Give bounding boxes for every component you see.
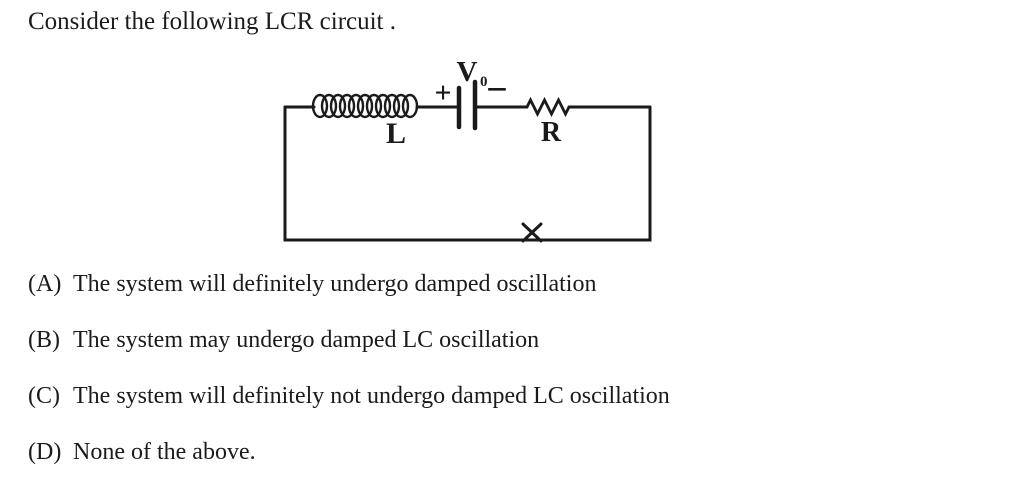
option-a-label: (A) (28, 271, 62, 297)
minus-sign: − (486, 69, 508, 111)
inductor-coil-icon (311, 93, 419, 119)
option-c-text: The system will definitely not undergo d… (73, 383, 670, 409)
option-c: (C) The system will definitely not under… (28, 382, 988, 410)
option-b-text: The system may undergo damped LC oscilla… (73, 327, 540, 353)
question-title: Consider the following LCR circuit . (28, 8, 397, 35)
options-list: (A) The system will definitely undergo d… (28, 270, 988, 485)
voltage-subscript: 0 (480, 74, 488, 90)
resistor-zigzag-icon (525, 96, 571, 118)
lcr-circuit-diagram: + V 0 − L R (283, 56, 652, 243)
inductor-label: L (386, 117, 406, 150)
plus-sign: + (434, 77, 451, 110)
option-a: (A) The system will definitely undergo d… (28, 270, 988, 298)
option-c-label: (C) (28, 383, 60, 409)
option-b-label: (B) (28, 327, 60, 353)
resistor-label: R (541, 117, 562, 148)
switch-cross-icon (521, 222, 543, 243)
circuit-outline (283, 105, 652, 242)
voltage-label: V (457, 56, 478, 88)
option-d: (D) None of the above. (28, 438, 988, 466)
option-b: (B) The system may undergo damped LC osc… (28, 326, 988, 354)
option-d-text: None of the above. (73, 439, 256, 465)
option-d-label: (D) (28, 439, 62, 465)
option-a-text: The system will definitely undergo dampe… (73, 271, 597, 297)
